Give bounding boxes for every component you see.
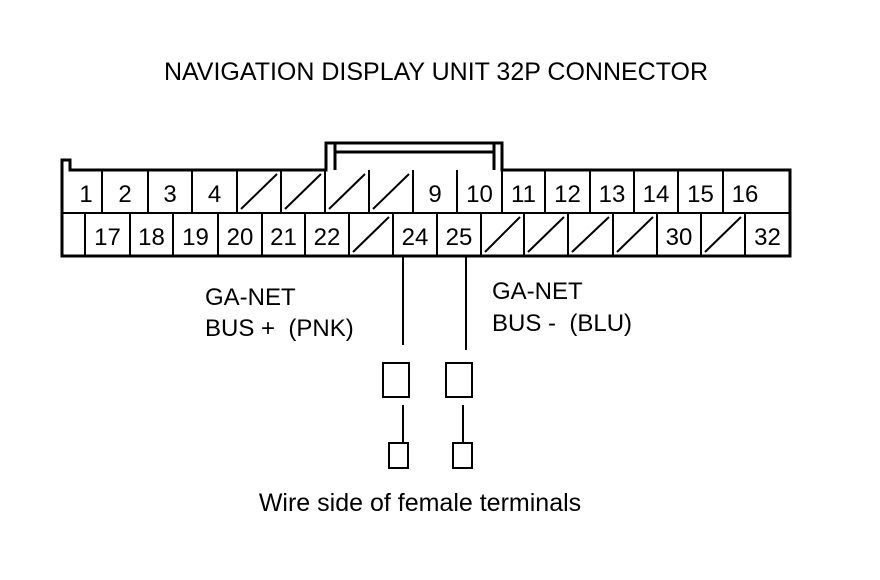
signal-label-pin-25-line1: GA-NET	[492, 278, 583, 305]
signal-label-pin-24-line1: GA-NET	[205, 284, 296, 311]
pin-label-9: 9	[428, 181, 441, 208]
pin-label-16: 16	[732, 181, 759, 208]
terminal-pin-25	[452, 442, 473, 469]
unused-cavity-slash	[328, 173, 366, 210]
unused-cavity-slash	[571, 216, 610, 253]
pin-label-1: 1	[79, 181, 92, 208]
pin-label-4: 4	[208, 181, 221, 208]
unused-cavity-slash	[527, 216, 565, 253]
pin-label-18: 18	[138, 224, 165, 251]
pin-label-13: 13	[599, 181, 626, 208]
pin-label-21: 21	[270, 224, 297, 251]
diagram-title: NAVIGATION DISPLAY UNIT 32P CONNECTOR	[164, 58, 708, 86]
pin-label-14: 14	[643, 181, 670, 208]
pin-label-3: 3	[163, 181, 176, 208]
signal-label-pin-24-line2: BUS + (PNK)	[205, 315, 354, 342]
unused-cavity-slash	[240, 173, 278, 210]
connector-bottom-row: 17 18 19 20 21 22 24 25 30 32	[84, 213, 781, 256]
unused-cavity-slash	[616, 216, 654, 253]
pin-label-15: 15	[687, 181, 714, 208]
pin-label-25: 25	[446, 224, 473, 251]
pin-label-32: 32	[754, 224, 781, 251]
pin-label-20: 20	[227, 224, 254, 251]
unused-cavity-slash	[284, 173, 322, 210]
connector-housing	[60, 141, 792, 258]
pin-label-19: 19	[182, 224, 209, 251]
unused-cavity-slash	[704, 216, 742, 253]
pin-label-2: 2	[118, 181, 131, 208]
unused-cavity-slash	[484, 216, 521, 253]
terminal-housing-pin-24	[382, 362, 410, 398]
wire-pin-25	[445, 256, 473, 469]
terminal-housing-pin-25	[445, 362, 473, 398]
wire-pin-24	[382, 256, 410, 469]
pin-label-10: 10	[466, 181, 493, 208]
unused-cavity-slash	[372, 173, 410, 210]
pin-label-22: 22	[314, 224, 341, 251]
pin-label-30: 30	[666, 224, 693, 251]
pin-label-24: 24	[402, 224, 429, 251]
terminal-pin-24	[388, 442, 409, 469]
unused-cavity-slash	[352, 216, 390, 253]
pin-label-12: 12	[554, 181, 581, 208]
signal-label-pin-25-line2: BUS - (BLU)	[492, 310, 632, 337]
caption: Wire side of female terminals	[259, 489, 581, 517]
pin-label-11: 11	[511, 181, 536, 208]
pin-label-17: 17	[94, 224, 121, 251]
